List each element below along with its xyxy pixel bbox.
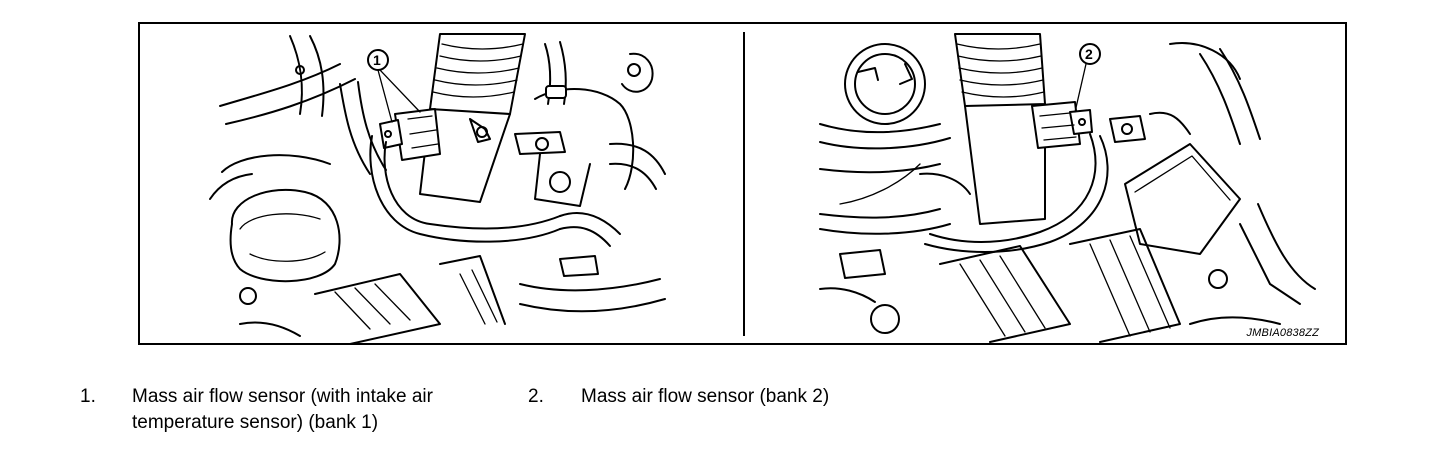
legend-item-1-text-line2: temperature sensor) (bank 1) — [132, 412, 379, 433]
legend-item-1-number: 1. — [80, 386, 96, 407]
callout-1: 1 — [367, 49, 421, 123]
legend-item-2-number: 2. — [528, 386, 544, 407]
right-panel-drawing: 2 — [819, 33, 1316, 343]
figure-code: JMBIA0838ZZ — [1246, 327, 1319, 339]
figure-frame: 1 — [138, 22, 1347, 345]
intake-duct-bank-2 — [954, 33, 1046, 225]
legend-item-2-text-line1: Mass air flow sensor (bank 2) — [581, 386, 830, 407]
panel-divider — [743, 32, 745, 336]
mass-air-flow-sensor-2 — [1031, 101, 1093, 149]
callout-2: 2 — [1074, 43, 1101, 113]
legend-item-1-text-line1: Mass air flow sensor (with intake air — [132, 386, 433, 407]
engine-bay-illustration: 1 — [209, 33, 1316, 343]
callout-2-number: 2 — [1085, 46, 1093, 62]
mass-air-flow-sensor-1 — [379, 108, 441, 161]
callout-1-number: 1 — [373, 52, 381, 68]
left-panel-drawing: 1 — [209, 33, 666, 343]
